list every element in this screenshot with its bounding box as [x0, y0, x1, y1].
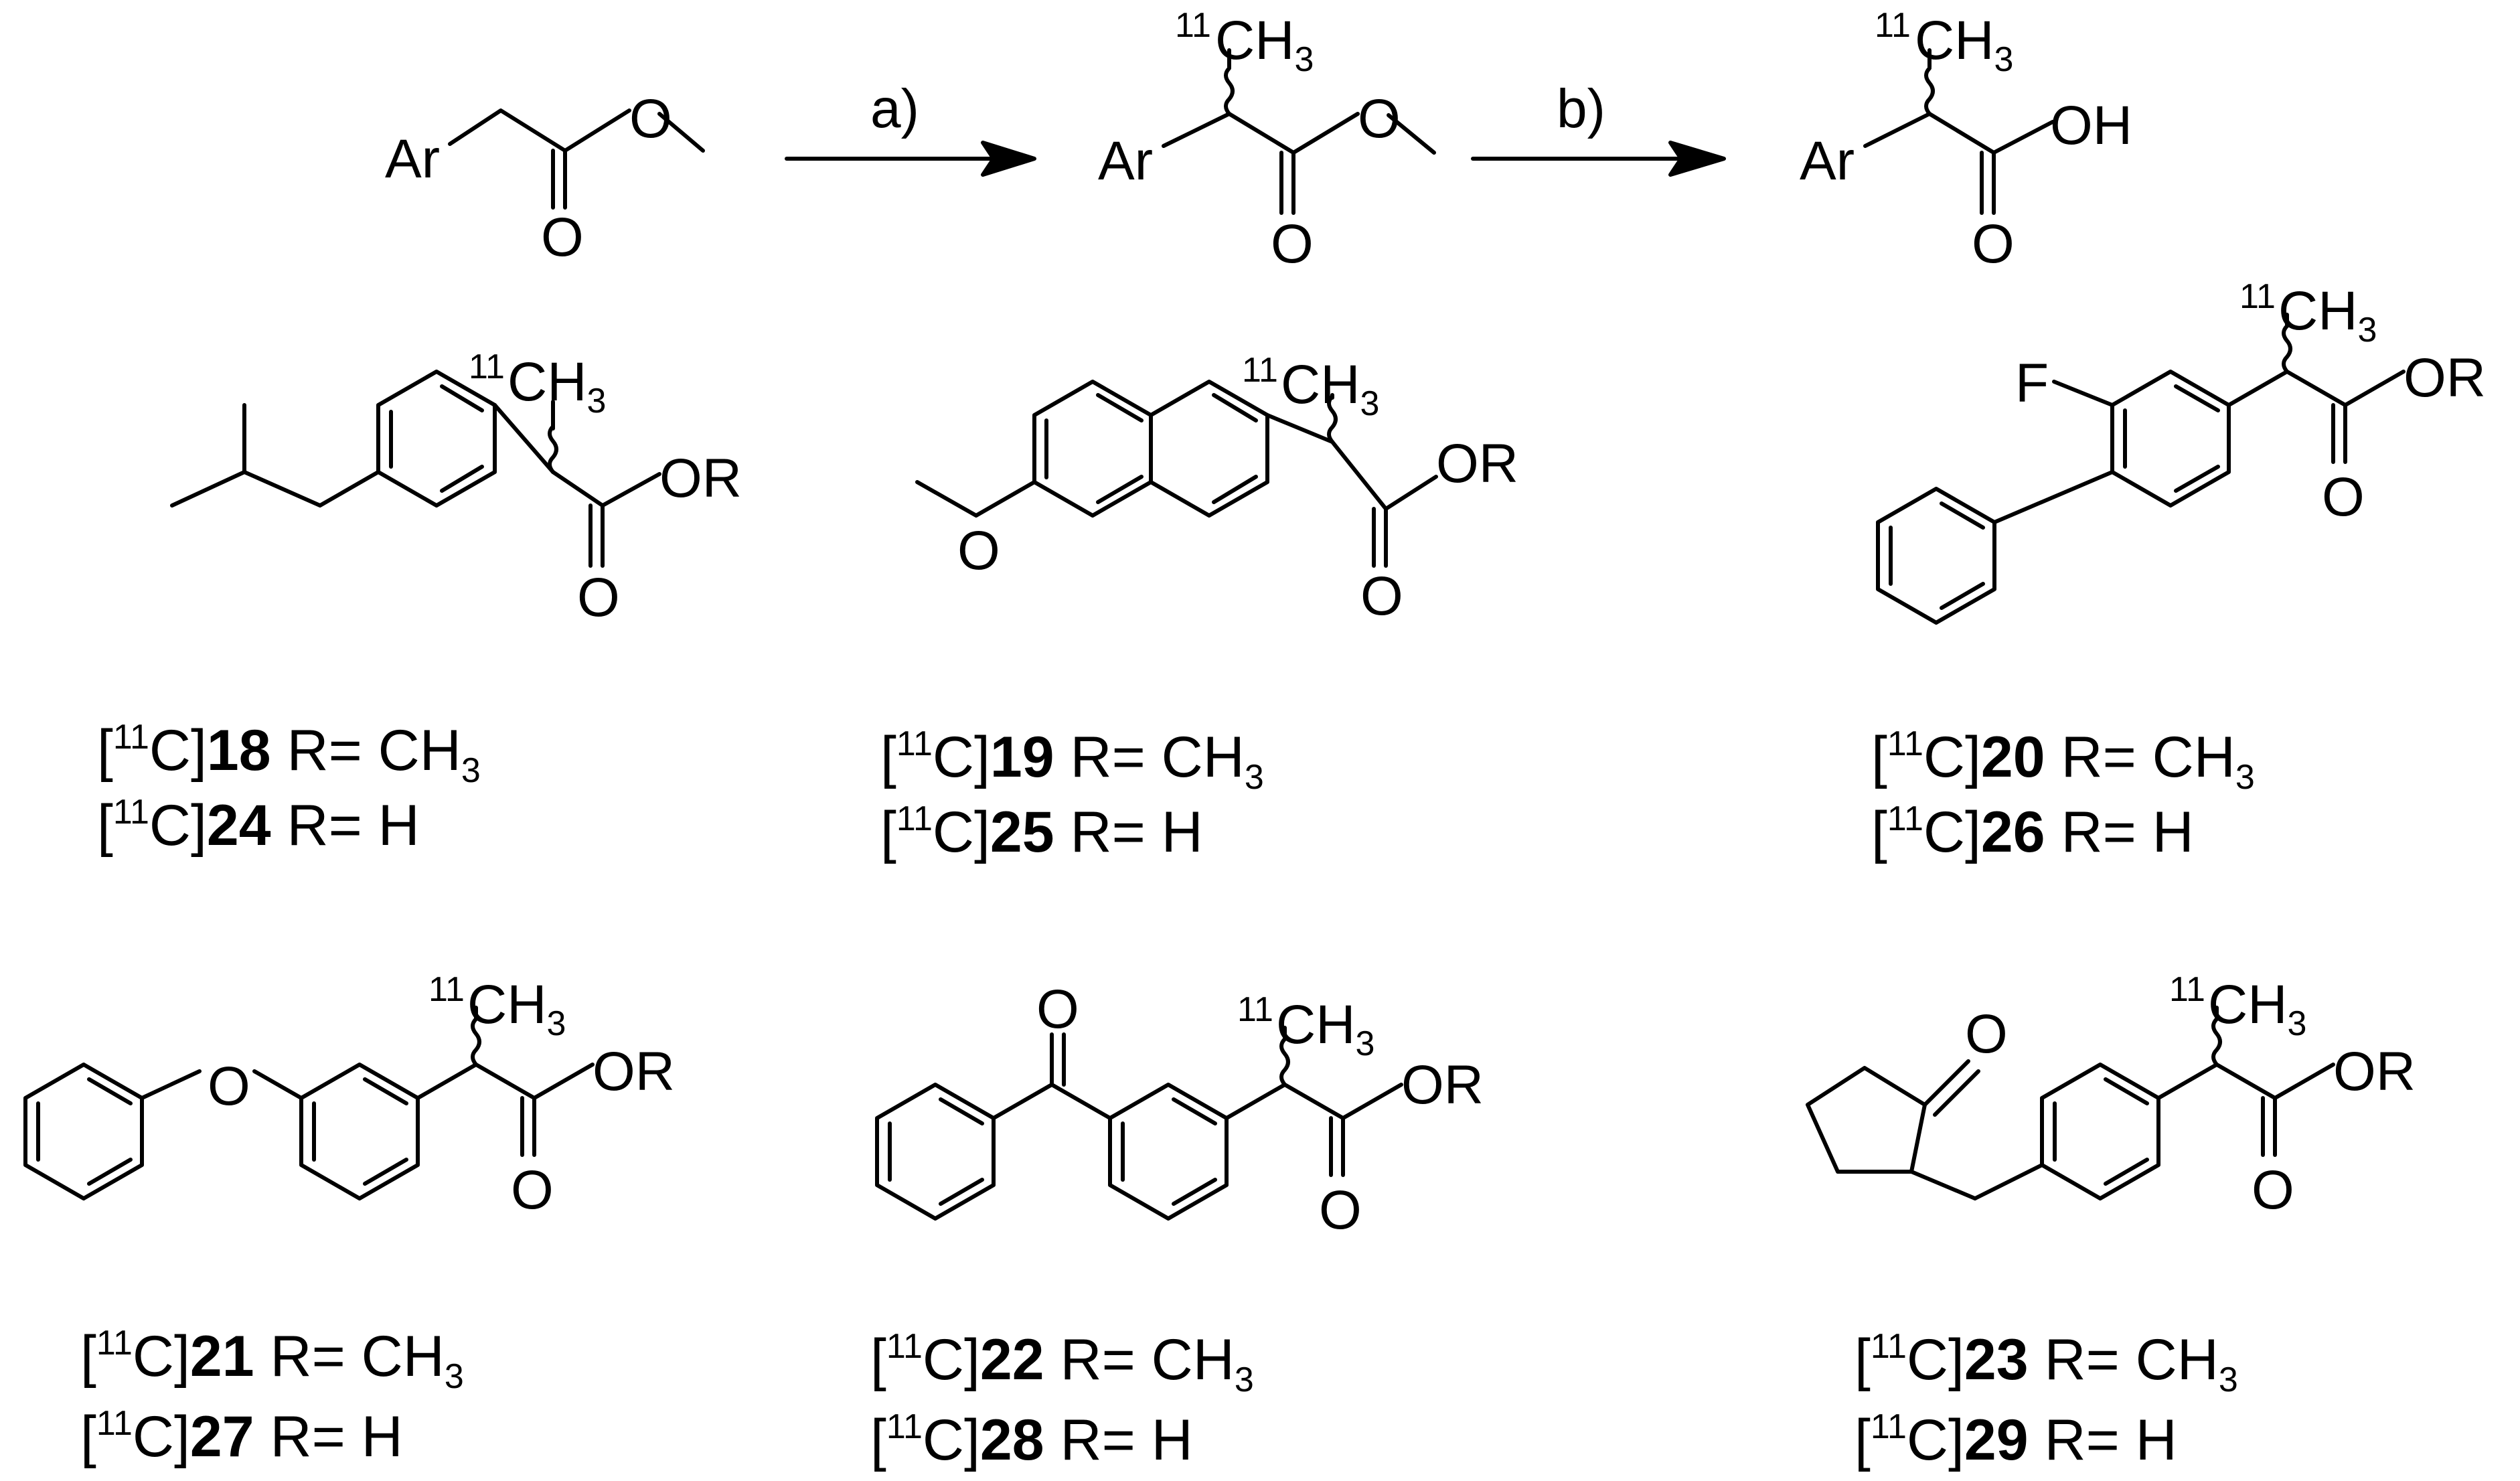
ether-oxygen-label: O — [208, 1056, 250, 1117]
ester-oxygen-label: O — [1358, 88, 1401, 149]
reaction-scheme: Ar O O a) Ar 11 CH3 O O — [385, 6, 2132, 275]
methyl-label: CH3 — [1276, 994, 1374, 1063]
ketone-oxygen-label: O — [1036, 979, 1079, 1040]
methyl-label: CH3 — [2278, 281, 2377, 349]
isotope-label: 11 — [1237, 990, 1273, 1029]
arrow-a: a) — [785, 78, 1036, 177]
methyl-label: CH3 — [467, 974, 566, 1043]
ar-label: Ar — [1800, 131, 1855, 191]
step-a-label: a) — [870, 78, 919, 139]
ar-label: Ar — [1098, 131, 1153, 191]
methyl-label: CH3 — [2208, 974, 2306, 1043]
compound-caption-acid: [11C]29 R= H — [1855, 1407, 2177, 1472]
hydroxyl-label: OH — [2050, 95, 2132, 156]
carbonyl-oxygen-label: O — [577, 567, 620, 628]
isotope-label: 11 — [1242, 351, 1278, 390]
step-b-label: b) — [1557, 78, 1605, 139]
isotope-label: 11 — [1175, 6, 1211, 45]
methylated-ester: Ar 11 CH3 O O — [1098, 6, 1436, 275]
structure-19-25: O 11 CH3 OR O — [915, 351, 1518, 627]
carbonyl-oxygen-label: O — [1271, 214, 1314, 275]
compound-caption-ester: [11C]21 R= CH3 — [80, 1324, 464, 1396]
structure-22-28: O 11 CH3 OR O — [875, 979, 1484, 1241]
compound-caption-acid: [11C]24 R= H — [97, 793, 420, 858]
compound-caption-acid: [11C]27 R= H — [80, 1404, 403, 1469]
or-label: OR — [593, 1041, 675, 1102]
isotope-label: 11 — [469, 347, 505, 386]
carbonyl-oxygen-label: O — [1319, 1180, 1362, 1241]
ketone-oxygen-label: O — [1965, 1004, 2008, 1065]
caption-19: [11C]19 R= CH3 [11C]25 R= H — [880, 724, 1264, 864]
isotope-label: 11 — [2169, 970, 2205, 1009]
structure-23-29: O 11 CH3 OR O — [1806, 970, 2416, 1221]
caption-21: [11C]21 R= CH3 [11C]27 R= H — [80, 1324, 464, 1469]
carbonyl-oxygen-label: O — [2322, 467, 2365, 528]
fluorine-label: F — [2015, 353, 2049, 414]
carbonyl-oxygen-label: O — [541, 207, 584, 268]
caption-18: [11C]18 R= CH3 [11C]24 R= H — [97, 718, 481, 858]
caption-22: [11C]22 R= CH3 [11C]28 R= H — [870, 1327, 1254, 1472]
or-label: OR — [2333, 1041, 2416, 1102]
methoxy-oxygen-label: O — [957, 520, 1000, 581]
compound-caption-ester: [11C]22 R= CH3 — [870, 1327, 1254, 1399]
or-label: OR — [2404, 347, 2486, 408]
methyl-label: CH3 — [1281, 354, 1379, 423]
ester-oxygen-label: O — [629, 88, 672, 149]
methyl-label: CH3 — [507, 352, 606, 420]
compound-caption-ester: [11C]19 R= CH3 — [880, 724, 1264, 797]
compound-caption-acid: [11C]25 R= H — [880, 799, 1203, 864]
caption-23: [11C]23 R= CH3 [11C]29 R= H — [1855, 1327, 2238, 1472]
carbonyl-oxygen-label: O — [2252, 1160, 2294, 1221]
methyl-label: CH3 — [1915, 10, 2013, 79]
starting-ester: Ar O O — [385, 88, 705, 268]
ar-label: Ar — [385, 129, 440, 189]
or-label: OR — [1401, 1055, 1484, 1115]
isotope-label: 11 — [428, 970, 465, 1009]
compound-caption-ester: [11C]20 R= CH3 — [1871, 724, 2255, 797]
compound-caption-ester: [11C]23 R= CH3 — [1855, 1327, 2238, 1399]
acid-product: Ar 11 CH3 OH O — [1800, 6, 2132, 275]
compound-caption-acid: [11C]26 R= H — [1871, 799, 2194, 864]
isotope-label: 11 — [2239, 277, 2276, 316]
compound-caption-acid: [11C]28 R= H — [870, 1407, 1193, 1472]
or-label: OR — [659, 448, 742, 509]
caption-20: [11C]20 R= CH3 [11C]26 R= H — [1871, 724, 2255, 864]
structure-21-27: O 11 CH3 OR O — [23, 970, 675, 1221]
structure-20-26: F 11 CH3 OR O — [1876, 277, 2486, 625]
compound-caption-ester: [11C]18 R= CH3 — [97, 718, 481, 790]
arrow-b: b) — [1471, 78, 1726, 177]
isotope-label: 11 — [1875, 6, 1911, 45]
carbonyl-oxygen-label: O — [511, 1160, 554, 1221]
or-label: OR — [1436, 433, 1518, 494]
methyl-label: CH3 — [1215, 10, 1314, 79]
carbonyl-oxygen-label: O — [1972, 214, 2015, 275]
structure-18-24: 11 CH3 OR O — [170, 347, 742, 628]
carbonyl-oxygen-label: O — [1360, 566, 1403, 627]
